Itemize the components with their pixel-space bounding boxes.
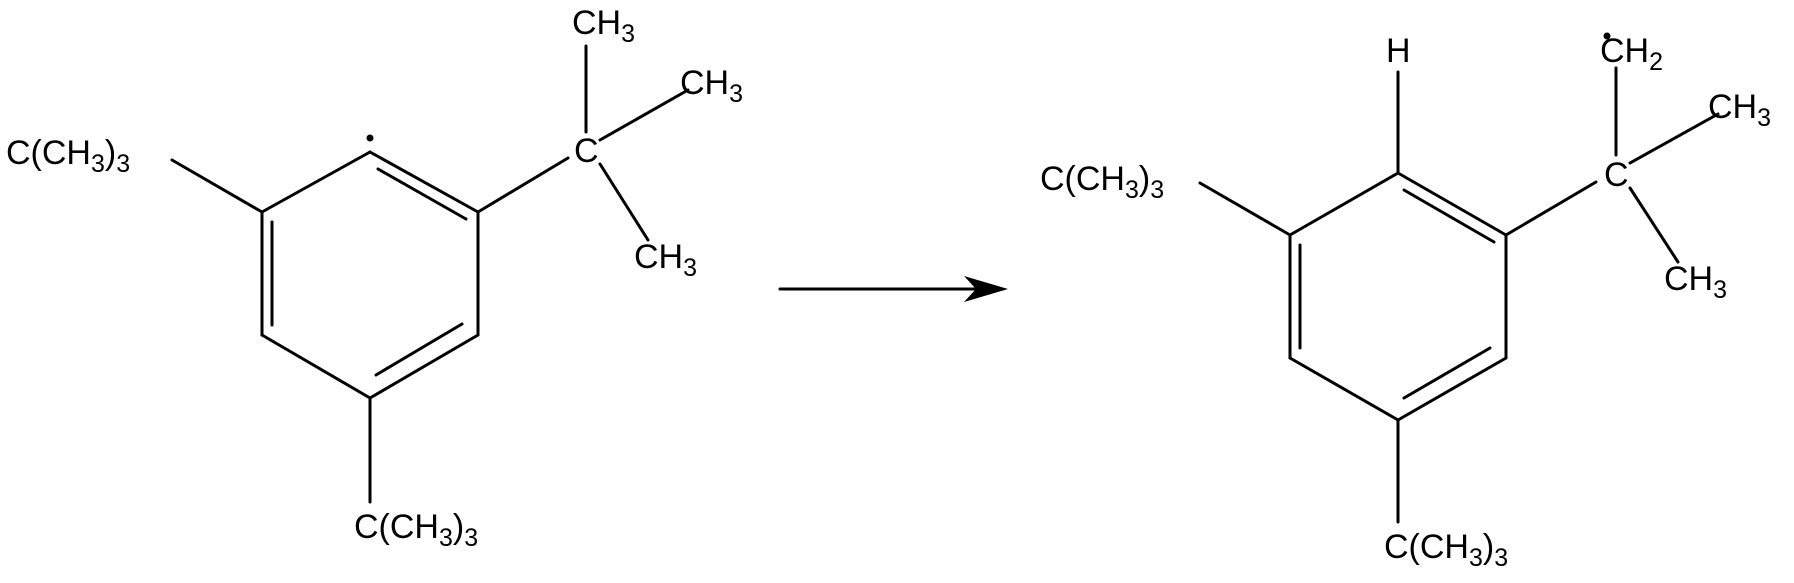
product-hydrogen-label: H	[1386, 32, 1411, 70]
product-benzene-ring	[1288, 171, 1508, 422]
product-methyl-bottom-bond	[1628, 186, 1680, 264]
product-methylene-radical-label: CH2	[1600, 32, 1663, 76]
reactant-benzene-ring	[260, 150, 480, 400]
reactant-methyl-right-label: CH3	[680, 64, 743, 108]
product-molecule: H C(CH3)3 C(CH3)3 C CH2 CH3 CH3	[1040, 32, 1771, 572]
product-methyl-right-label: CH3	[1708, 88, 1771, 132]
reactant-methyl-right-bond	[598, 88, 690, 142]
reaction-arrow	[778, 276, 1008, 302]
arrow-head	[964, 276, 1008, 302]
reactant-quaternary-carbon-label: C	[574, 132, 599, 170]
product-left-substituent-bond	[1198, 181, 1292, 237]
product-methyl-bottom-label: CH3	[1664, 260, 1727, 304]
reactant-bottom-tbutyl-label: C(CH3)3	[354, 508, 478, 552]
product-bottom-tbutyl-label: C(CH3)3	[1384, 528, 1508, 572]
reactant-radical-dot	[366, 134, 374, 142]
product-left-tbutyl-label: C(CH3)3	[1040, 160, 1164, 204]
reactant-tbutyl-bond	[476, 156, 570, 214]
reactant-methyl-bottom-bond	[598, 162, 650, 242]
product-methyl-right-bond	[1628, 112, 1720, 165]
reactant-methyl-bottom-label: CH3	[634, 238, 697, 282]
product-quaternary-carbon-label: C	[1604, 156, 1629, 194]
product-radical-dot	[1603, 32, 1611, 40]
reactant-methyl-top-label: CH3	[572, 4, 635, 48]
product-tbutyl-bond	[1504, 180, 1598, 237]
reactant-molecule: C(CH3)3 C(CH3)3 C CH3 CH3 CH3	[6, 4, 743, 552]
reactant-left-tbutyl-label: C(CH3)3	[6, 134, 130, 178]
reactant-left-substituent-bond	[170, 158, 264, 214]
